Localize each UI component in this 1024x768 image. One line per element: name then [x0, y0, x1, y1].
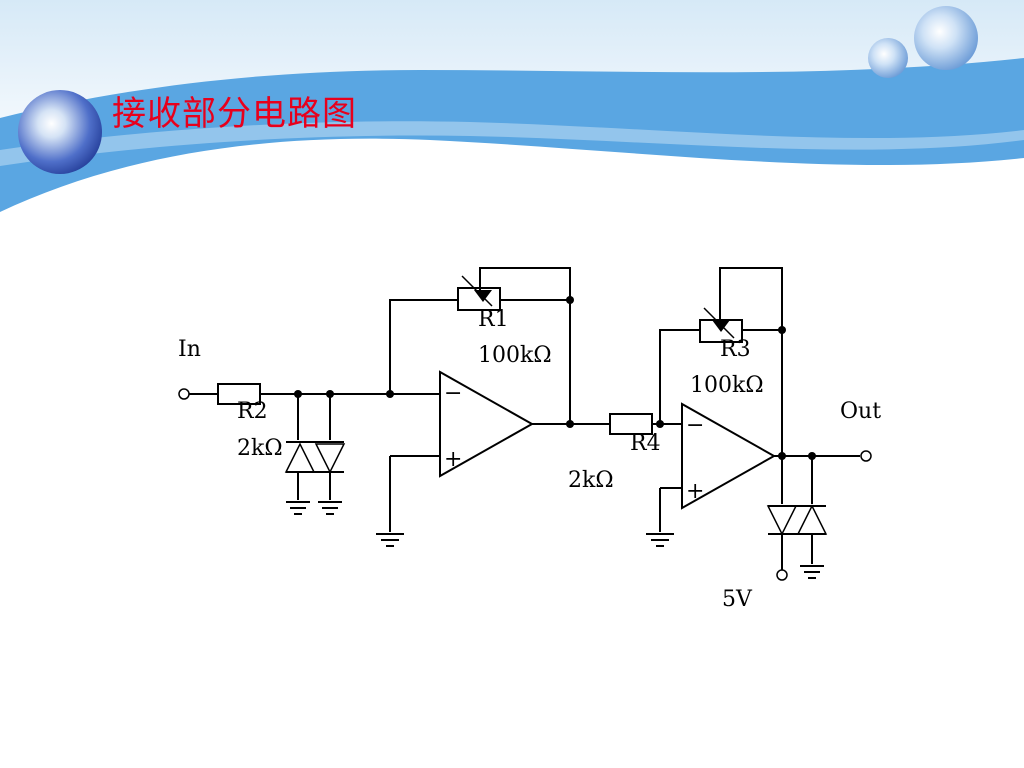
label-in: In [178, 337, 201, 362]
label-supply: 5V [722, 587, 753, 612]
label-r1: R1 [478, 307, 509, 332]
label-r4-value: 2kΩ [568, 468, 614, 493]
label-opamp1-plus: + [444, 447, 462, 472]
op-amp-2 [681, 402, 777, 510]
decor-orb-large [18, 90, 102, 174]
input-terminal [178, 388, 190, 400]
supply-terminal [776, 569, 788, 581]
diode-clamp-right [766, 456, 828, 581]
page-title: 接收部分电路图 [112, 94, 357, 134]
op-amp-1 [439, 370, 535, 478]
ground-symbol [800, 565, 824, 579]
label-opamp2-plus: + [686, 479, 704, 504]
decor-orb-small [868, 38, 908, 78]
header-banner [0, 0, 1024, 220]
label-r4: R4 [630, 431, 661, 456]
label-opamp2-minus: − [686, 413, 704, 438]
banner-stripe [0, 58, 1024, 212]
label-opamp1-minus: − [444, 381, 462, 406]
label-r3: R3 [720, 337, 751, 362]
output-terminal [860, 450, 872, 462]
diode-clamp-left [284, 394, 346, 515]
label-out: Out [840, 399, 881, 424]
ground-symbol [286, 501, 342, 515]
label-r2-value: 2kΩ [237, 436, 283, 461]
ground-symbol [646, 533, 674, 547]
decor-orb-right [914, 6, 978, 70]
label-r3-value: 100kΩ [690, 373, 764, 398]
ground-symbol [376, 533, 404, 547]
label-r2: R2 [237, 399, 268, 424]
label-r1-value: 100kΩ [478, 343, 552, 368]
